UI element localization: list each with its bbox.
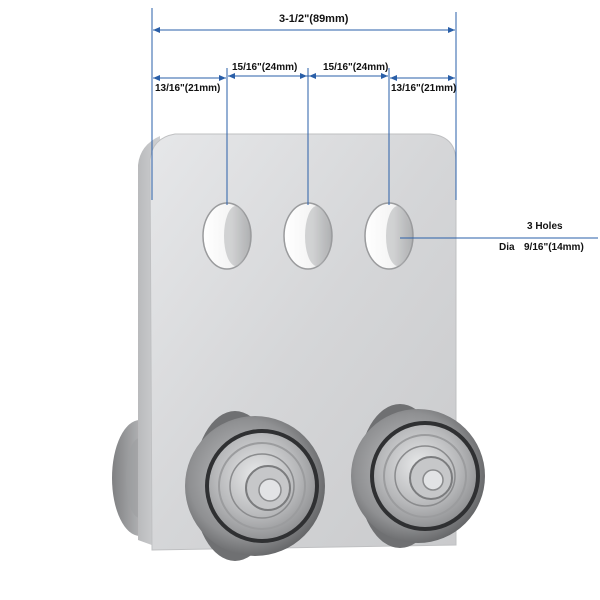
overall-width-label: 3-1/2"(89mm) xyxy=(279,13,349,25)
hole-spacing-label-1: 15/16"(24mm) xyxy=(232,62,298,73)
edge-left-label: 13/16"(21mm) xyxy=(155,83,221,94)
holes-count-label: 3 Holes xyxy=(527,221,563,232)
mounting-holes xyxy=(202,202,414,270)
hole-spacing-label-2: 15/16"(24mm) xyxy=(323,62,389,73)
bearing-wheel-left xyxy=(185,411,325,561)
bearing-wheel-right xyxy=(351,404,485,548)
hole-diameter-label: 9/16"(14mm) xyxy=(524,242,584,253)
dia-label: Dia xyxy=(499,242,515,253)
edge-right-label: 13/16"(21mm) xyxy=(391,83,457,94)
dimension-lines xyxy=(151,8,598,239)
